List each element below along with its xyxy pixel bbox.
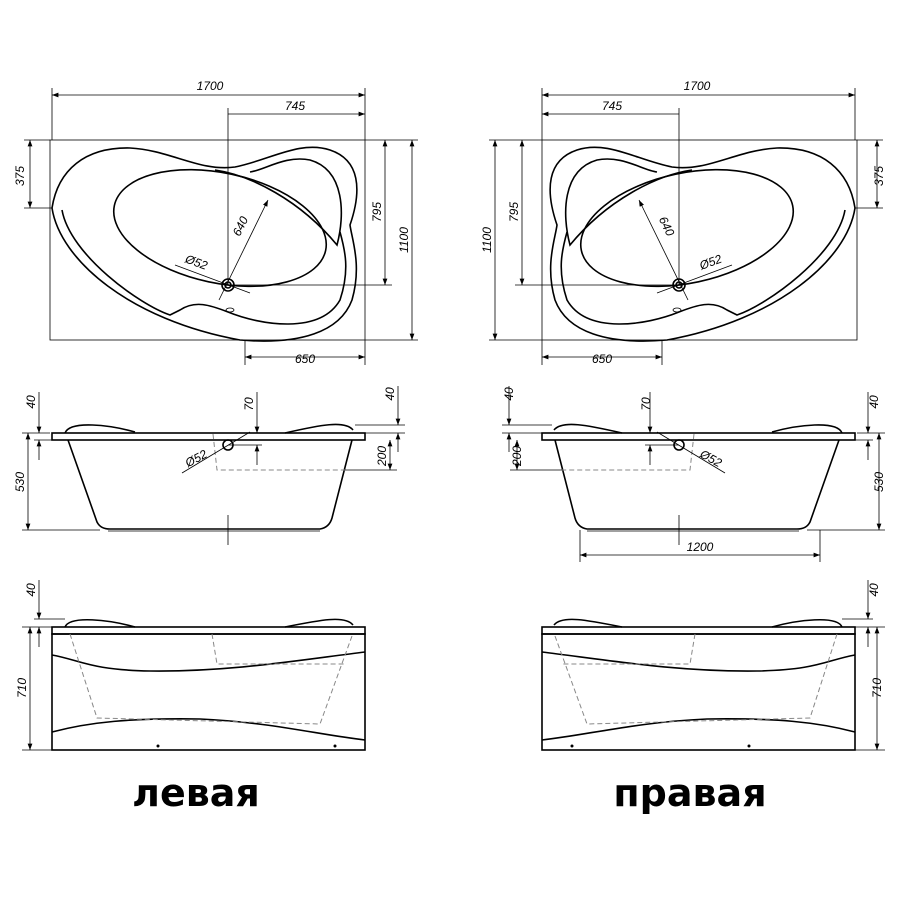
left-side-height-label: 530 <box>13 472 27 492</box>
left-front-rim-label: 40 <box>24 583 38 597</box>
right-plan-drain-y-label: 795 <box>507 202 521 222</box>
left-side-overflow-depth-label: 200 <box>375 446 389 467</box>
right-plan-side-offset-label: 375 <box>872 166 886 186</box>
left-side-view <box>22 386 405 545</box>
right-front-rim-label: 40 <box>867 583 881 597</box>
left-side-rim-right-label: 40 <box>383 387 397 401</box>
right-plan-drain-x-label: 745 <box>602 99 622 113</box>
left-plan-bottom-edge-label: 650 <box>295 352 315 366</box>
left-plan-width-label: 1100 <box>397 227 411 253</box>
right-front-height-label: 710 <box>870 678 884 698</box>
right-side-height-label: 530 <box>872 472 886 492</box>
right-side-overflow-diameter-label: Ø52 <box>697 446 725 470</box>
left-plan-view <box>24 88 418 365</box>
right-plan-width-label: 1100 <box>480 227 494 253</box>
right-variant-caption: правая <box>613 771 766 815</box>
right-side-bottom-length-label: 1200 <box>687 540 714 554</box>
right-side-rim-left-label: 40 <box>502 387 516 401</box>
right-front-view <box>542 580 885 750</box>
left-plan-radius-label: 640 <box>230 214 252 238</box>
right-side-overflow-depth-label: 200 <box>510 446 524 467</box>
left-plan-drain-y-label: 795 <box>370 202 384 222</box>
left-side-overflow-label: 70 <box>242 397 256 411</box>
left-side-overflow-diameter-label: Ø52 <box>182 447 210 471</box>
left-plan-length-label: 1700 <box>197 79 224 93</box>
left-side-rim-label: 40 <box>24 395 38 409</box>
right-plan-bottom-edge-label: 650 <box>592 352 612 366</box>
left-plan-drain-x-label: 745 <box>285 99 305 113</box>
right-side-rim-label: 40 <box>867 395 881 409</box>
right-plan-length-label: 1700 <box>684 79 711 93</box>
right-plan-view <box>489 88 883 365</box>
right-side-overflow-label: 70 <box>639 397 653 411</box>
right-plan-radius-label: 640 <box>656 214 678 238</box>
left-front-view <box>22 580 365 750</box>
left-front-height-label: 710 <box>15 678 29 698</box>
right-bottom-length-dimension <box>579 530 821 562</box>
left-variant-caption: левая <box>132 771 260 815</box>
right-side-view <box>502 386 885 545</box>
left-plan-side-offset-label: 375 <box>13 166 27 186</box>
